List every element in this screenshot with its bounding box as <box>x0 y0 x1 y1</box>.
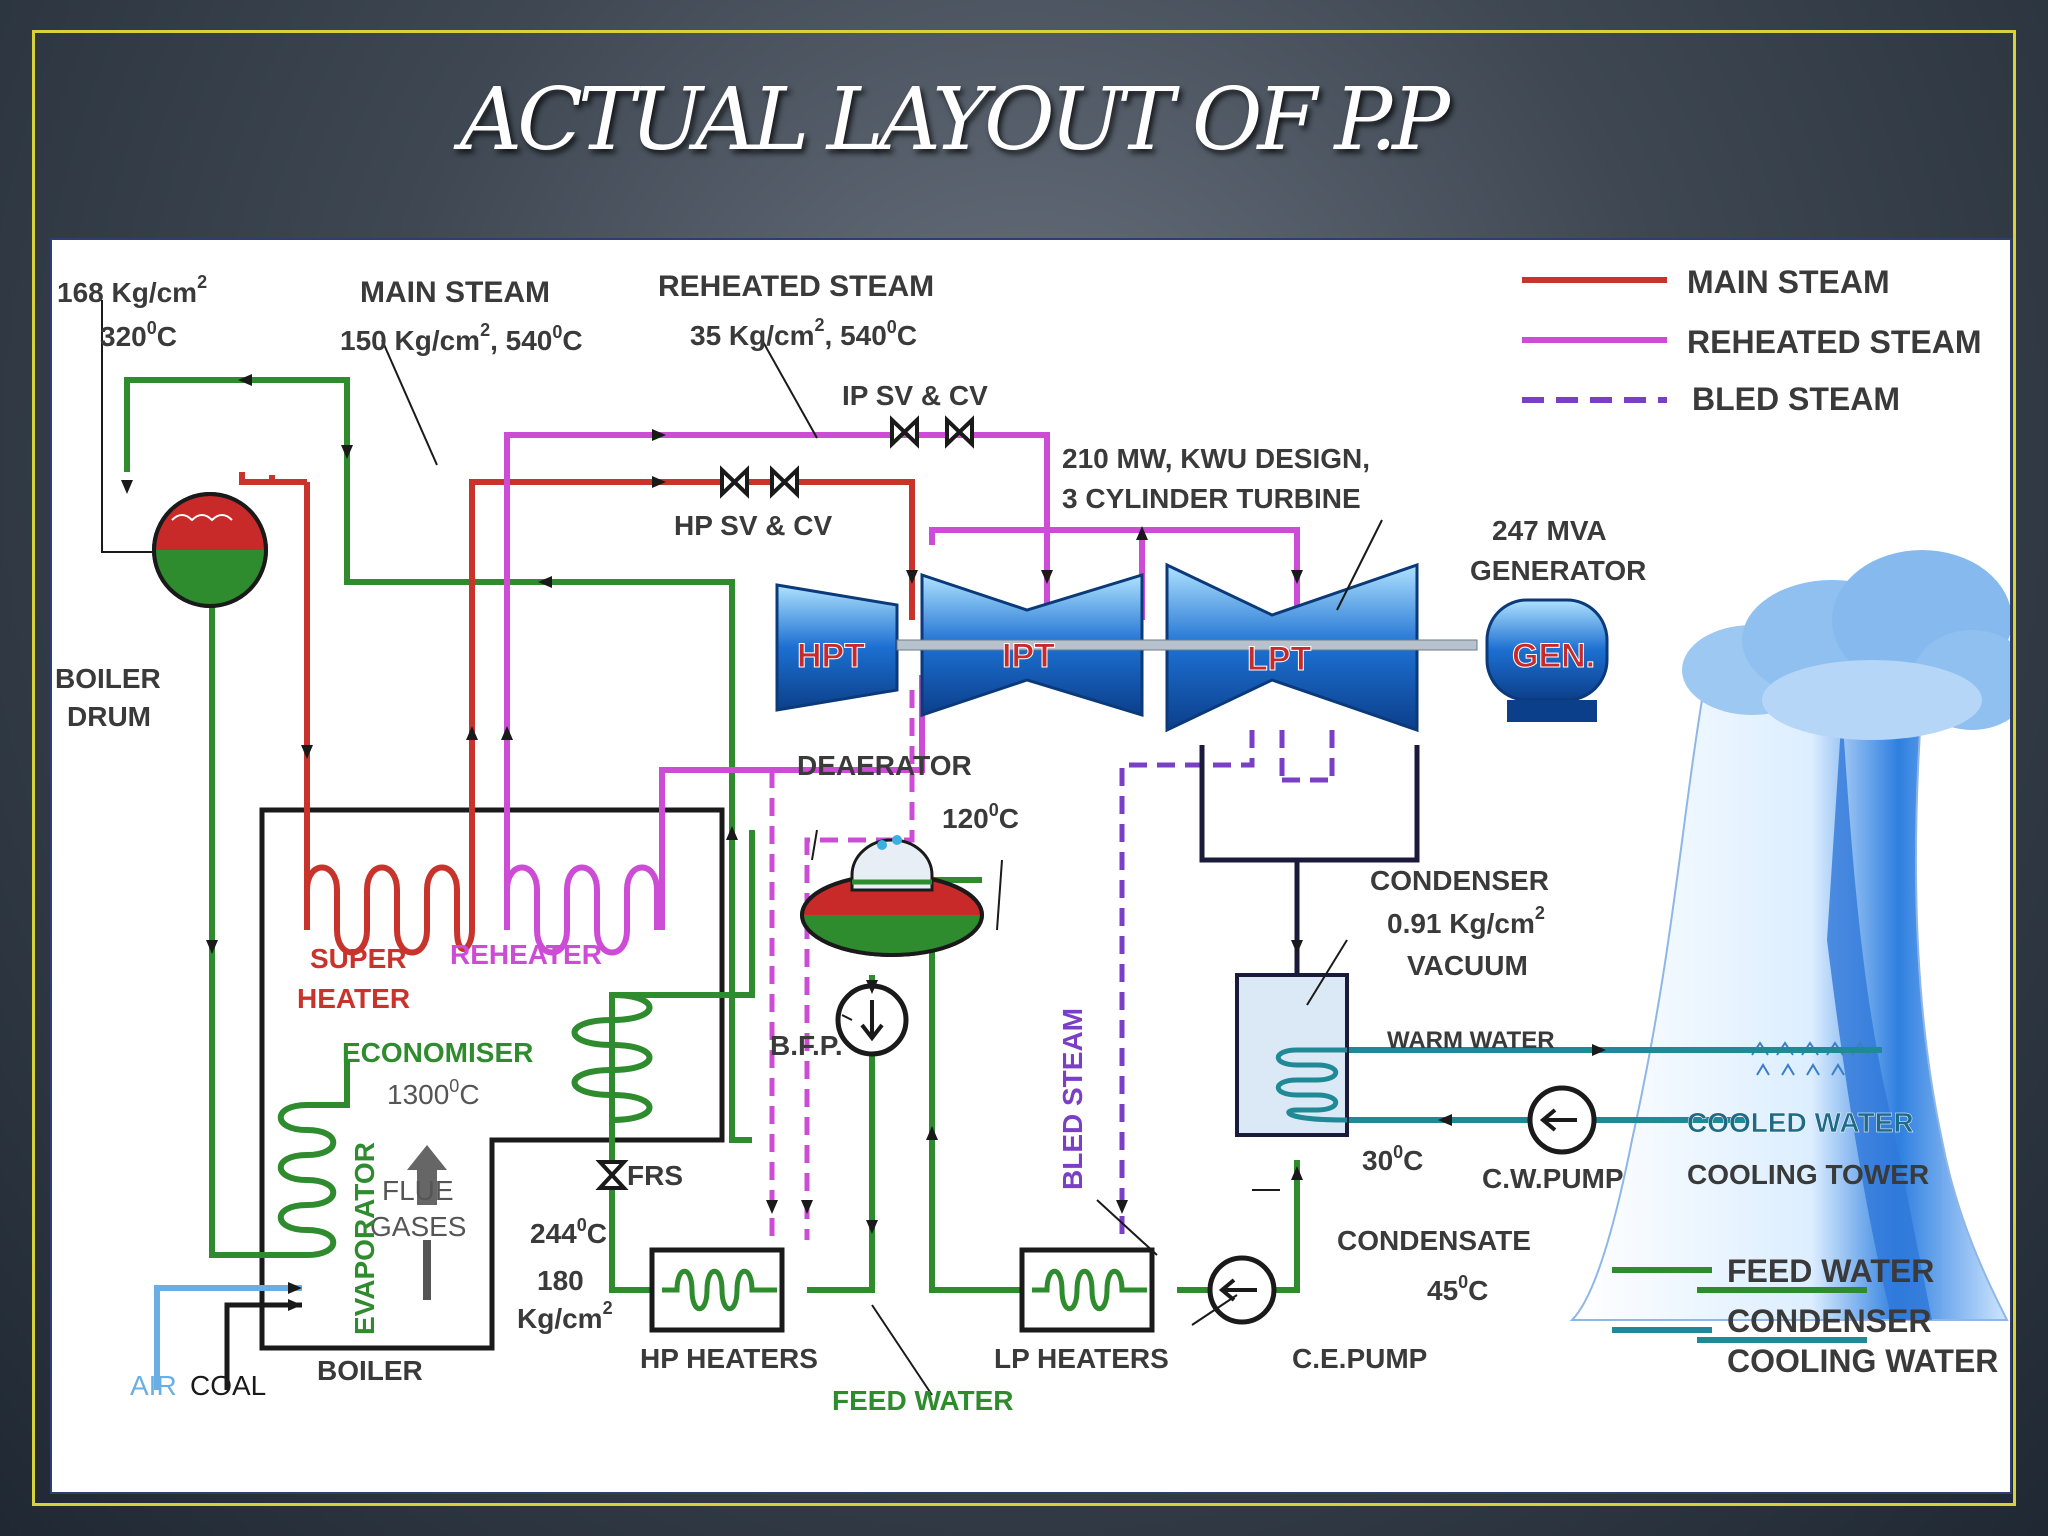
turbine-label-1: 210 MW, KWU DESIGN, <box>1062 443 1370 474</box>
exhaust-lines <box>1199 745 1420 975</box>
lpt-label: LPT <box>1247 640 1311 678</box>
drum-temp: 3200C <box>100 318 177 352</box>
flue-label-2: GASES <box>370 1211 466 1242</box>
deaerator-label: DEAERATOR <box>797 750 972 781</box>
reheated-steam-conditions: 35 Kg/cm2, 5400C <box>690 315 917 351</box>
hp-valve-icon <box>720 465 799 499</box>
cw-pump-label: C.W.PUMP <box>1482 1163 1624 1194</box>
bled-steam-vertical-label: BLED STEAM <box>1057 1008 1088 1190</box>
ip-valve-label: IP SV & CV <box>842 380 988 411</box>
vacuum-label: VACUUM <box>1407 950 1528 981</box>
flue-gas-arrow-icon <box>407 1145 447 1300</box>
boiler-drum <box>152 492 268 608</box>
condenser <box>1235 973 1349 1137</box>
pointer-lines <box>101 300 1383 1396</box>
superheater-label-2: HEATER <box>297 983 410 1014</box>
coal-label: COAL <box>190 1370 266 1401</box>
legend <box>1522 277 1712 1333</box>
hp-valve-label: HP SV & CV <box>674 510 833 541</box>
coal-line <box>224 1302 302 1390</box>
bfp-label: B.F.P. <box>770 1030 843 1061</box>
evaporator-label: EVAPORATOR <box>349 1142 380 1335</box>
legend-main-steam: MAIN STEAM <box>1687 264 1890 300</box>
cw-pump-icon <box>1527 1085 1597 1155</box>
deaerator-temp: 1200C <box>942 800 1019 834</box>
ce-pump-icon <box>1207 1255 1277 1325</box>
flow-arrows <box>121 374 1606 1311</box>
condensate-temp: 450C <box>1427 1272 1488 1306</box>
ipt-label: IPT <box>1002 637 1055 675</box>
fw-pressure-unit: Kg/cm2 <box>517 1298 613 1334</box>
condensate-label: CONDENSATE <box>1337 1225 1531 1256</box>
lp-heaters-label: LP HEATERS <box>994 1343 1169 1374</box>
economiser-coil <box>571 992 653 1165</box>
turbine-shaft <box>896 639 1478 651</box>
diagram-svg: MAIN STEAM REHEATED STEAM BLED STEAM FEE… <box>55 264 2010 1416</box>
generator <box>1485 598 1609 722</box>
reheated-steam-title: REHEATED STEAM <box>658 270 934 303</box>
hp-turbine <box>775 583 899 712</box>
flue-temp: 13000C <box>387 1076 480 1110</box>
bfp-pump-icon <box>835 983 909 1057</box>
hp-heaters-label: HP HEATERS <box>640 1343 818 1374</box>
power-plant-diagram: MAIN STEAM REHEATED STEAM BLED STEAM FEE… <box>50 238 2012 1494</box>
cooling-tower-label: COOLING TOWER <box>1687 1159 1929 1190</box>
cooled-water-label: COOLED WATER <box>1687 1107 1914 1138</box>
fw-temp: 2440C <box>530 1215 607 1249</box>
drum-pressure: 168 Kg/cm2 <box>57 272 207 308</box>
economiser-label: ECONOMISER <box>342 1037 533 1068</box>
bled-steam-lines-lp <box>1119 730 1335 1240</box>
fw-pressure: 180 <box>537 1265 584 1296</box>
main-steam-title: MAIN STEAM <box>360 276 550 309</box>
spray-nozzles <box>1751 1041 1869 1076</box>
reheater-label: REHEATER <box>450 939 602 970</box>
warm-water-label: WARM WATER <box>1387 1027 1555 1054</box>
boiler-drum-label-1: BOILER <box>55 663 161 694</box>
lp-heater <box>1019 1247 1155 1333</box>
main-steam-conditions: 150 Kg/cm2, 5400C <box>340 320 583 356</box>
slide-title: ACTUAL LAYOUT OF P.P <box>460 70 1450 170</box>
cooling-water-lines <box>1347 1047 1882 1343</box>
legend-feed-water: FEED WATER <box>1727 1253 1934 1289</box>
frs-valve-icon <box>595 1160 629 1190</box>
condenser-label: CONDENSER <box>1370 865 1549 896</box>
slide-frame <box>32 30 2016 1506</box>
superheater-label-1: SUPER <box>310 943 406 974</box>
boiler-label: BOILER <box>317 1355 423 1386</box>
gen-label: GEN. <box>1512 637 1595 675</box>
turbine-label-2: 3 CYLINDER TURBINE <box>1062 483 1361 514</box>
feed-water-label: FEED WATER <box>832 1385 1013 1416</box>
legend-reheated-steam: REHEATED STEAM <box>1687 324 1982 360</box>
hp-heater <box>649 1247 785 1333</box>
ip-valve-icon <box>890 415 974 449</box>
cooling-tower <box>1569 550 2010 1321</box>
frs-label: FRS <box>627 1160 683 1191</box>
air-label: AIR <box>130 1370 177 1401</box>
hpt-label: HPT <box>797 637 865 675</box>
ce-pump-label: C.E.PUMP <box>1292 1343 1427 1374</box>
deaerator <box>800 835 984 957</box>
reheater-coil <box>504 864 660 956</box>
generator-label-1: 247 MVA <box>1492 515 1607 546</box>
steam-cloud <box>1682 550 2010 740</box>
legend-cooling-water-1: CONDENSER <box>1727 1303 1931 1339</box>
evaporator-coil <box>212 1060 350 1258</box>
bled-steam-lines <box>769 690 915 1240</box>
generator-label-2: GENERATOR <box>1470 555 1646 586</box>
condenser-vacuum-value: 0.91 Kg/cm2 <box>1387 903 1545 939</box>
cw-temp: 300C <box>1362 1142 1423 1176</box>
flue-label-1: FLUE <box>382 1175 454 1206</box>
legend-bled-steam: BLED STEAM <box>1692 381 1900 417</box>
boiler-casing <box>259 807 725 1351</box>
superheater-coil <box>304 864 475 956</box>
air-line <box>154 1285 302 1390</box>
main-steam-lines <box>239 472 915 930</box>
legend-cooling-water-2: COOLING WATER <box>1727 1343 1998 1379</box>
boiler-drum-label-2: DRUM <box>67 701 151 732</box>
